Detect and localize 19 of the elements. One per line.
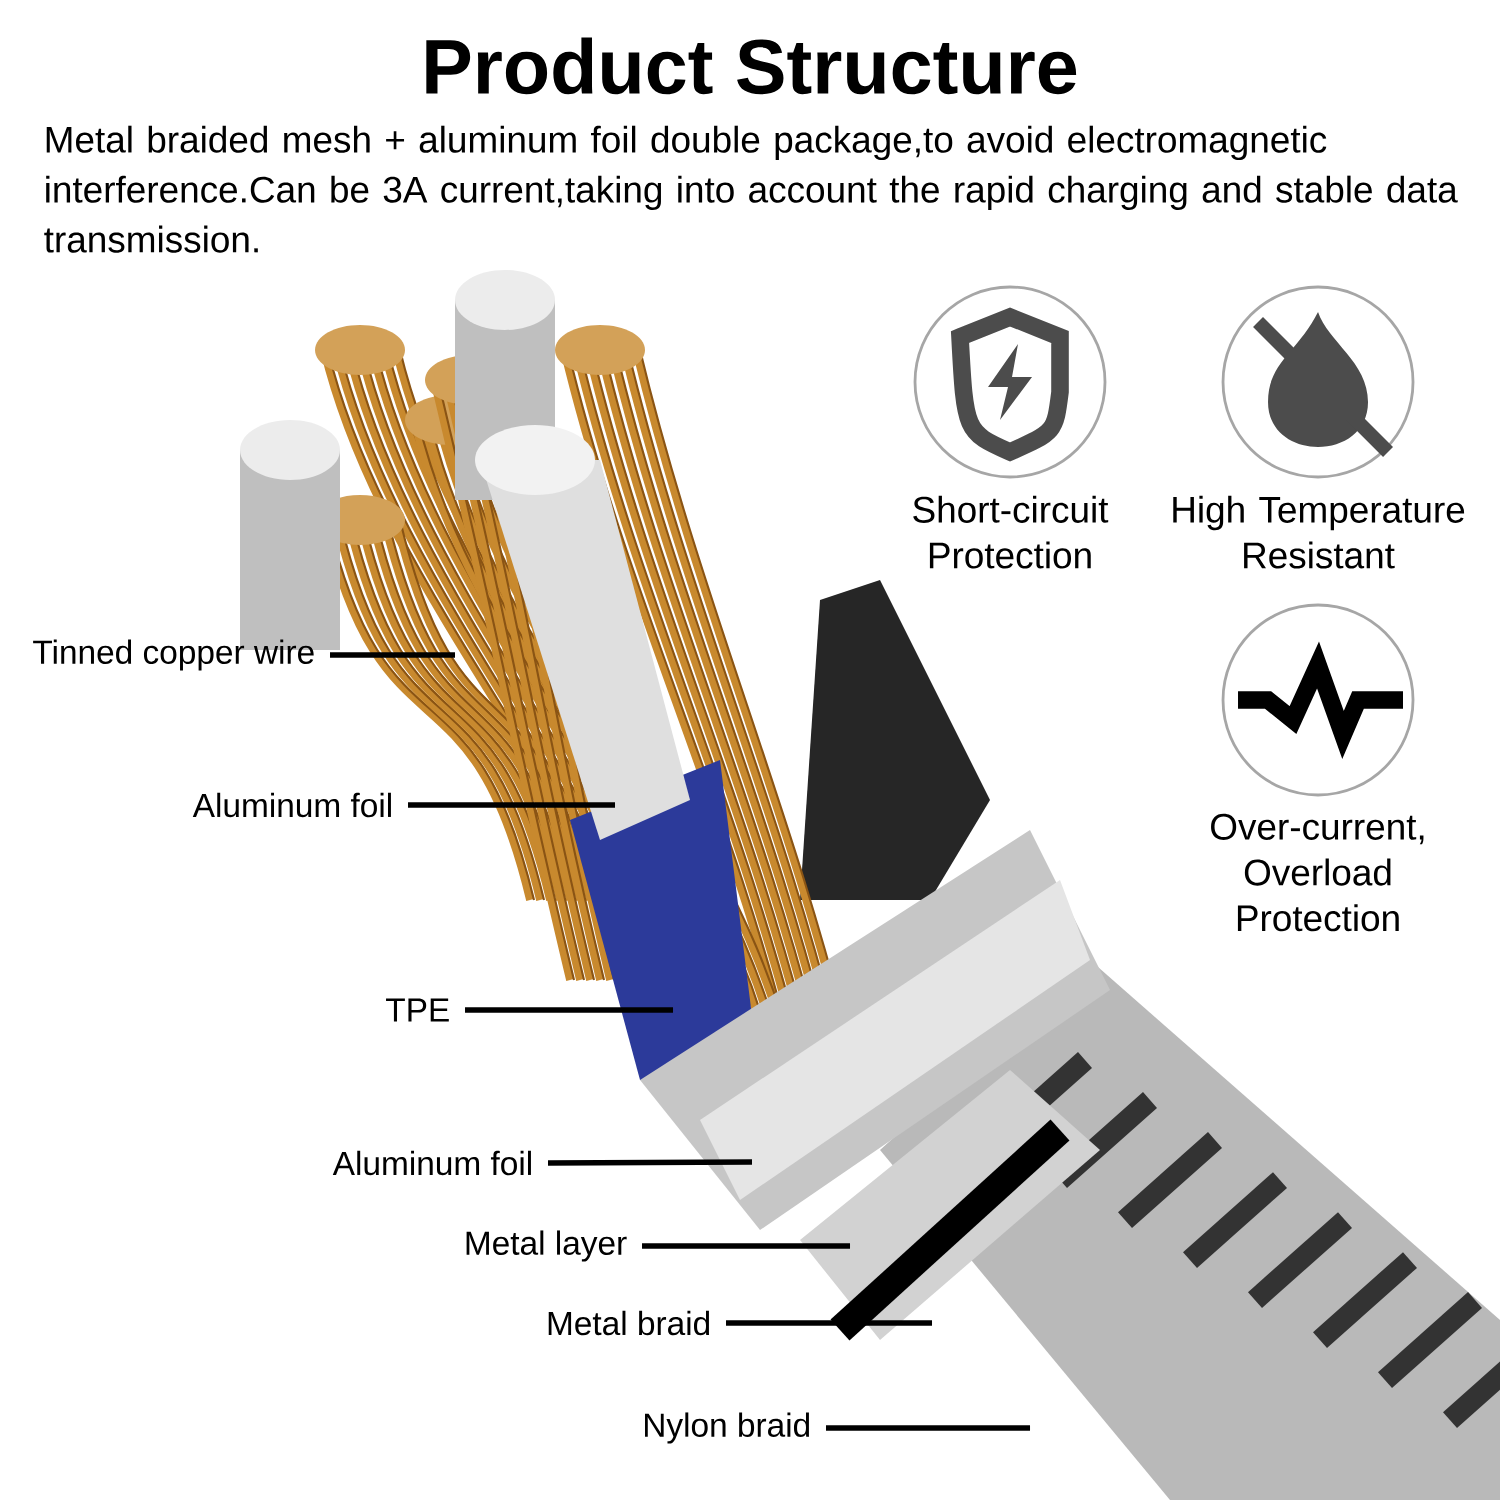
description-text: Metal braided mesh + aluminum foil double package,to avoid electromagnetic interference.Can be 3A current,taking into account the rapid charging and stable data transmission. <box>44 125 1458 253</box>
part-label: Metal layer <box>466 1230 627 1262</box>
part-label: Aluminum foil <box>192 792 391 818</box>
part-label: Aluminum foil <box>332 1150 531 1176</box>
leader-line <box>408 802 615 808</box>
feature-label: Short-circuit Protection <box>913 495 1109 569</box>
part-label: Nylon braid <box>645 1412 810 1444</box>
feature-label: Over-current, Overload Protection <box>1211 813 1424 932</box>
leader-line <box>826 1425 1030 1431</box>
leader-line <box>330 652 455 658</box>
part-label: Metal braid <box>548 1310 710 1336</box>
part-label: TPE <box>386 998 449 1022</box>
title: Product Structure <box>426 37 1077 95</box>
feature-label: High Temperature Resistant <box>1173 495 1465 569</box>
leader-line <box>548 1159 752 1166</box>
leader-line <box>465 1007 673 1013</box>
leader-line <box>726 1320 932 1326</box>
part-label: Tinned copper wire <box>33 639 314 671</box>
leader-line <box>642 1243 850 1249</box>
